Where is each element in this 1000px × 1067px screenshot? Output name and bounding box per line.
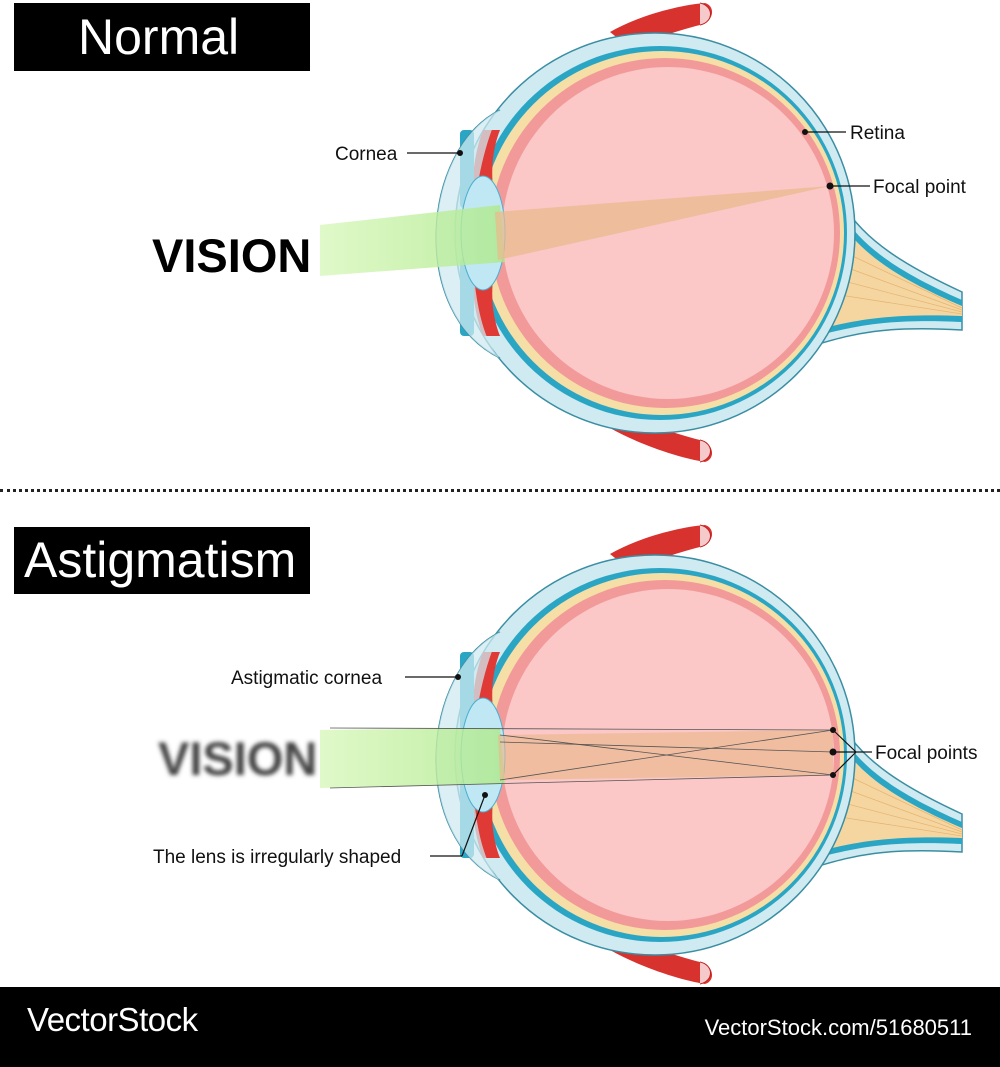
- label-astigmatic-cornea: Astigmatic cornea: [231, 668, 382, 689]
- label-focal-points: Focal points: [875, 743, 977, 764]
- footer-brand: VectorStock: [27, 1001, 198, 1038]
- label-retina: Retina: [850, 123, 905, 144]
- label-cornea: Cornea: [335, 144, 398, 165]
- eye-diagrams: Cornea Retina Focal point VISION Astigma…: [152, 2, 977, 985]
- astigmatism-eye: [320, 524, 963, 985]
- footer-stock-id: VectorStock.com/51680511: [704, 1015, 972, 1040]
- title-astigmatism: Astigmatism: [14, 527, 310, 594]
- label-lens-irregular: The lens is irregularly shaped: [153, 847, 401, 868]
- title-astigmatism-text: Astigmatism: [24, 532, 297, 588]
- label-focal-point: Focal point: [873, 177, 967, 198]
- title-normal-text: Normal: [78, 9, 240, 65]
- vision-text-normal: VISION: [152, 229, 311, 282]
- vision-text-blurred: VISION: [158, 732, 317, 785]
- section-divider: [0, 489, 1000, 492]
- normal-eye: [320, 2, 963, 463]
- title-normal: Normal: [14, 3, 310, 71]
- footer-bar: VectorStock VectorStock.com/51680511: [0, 987, 1000, 1067]
